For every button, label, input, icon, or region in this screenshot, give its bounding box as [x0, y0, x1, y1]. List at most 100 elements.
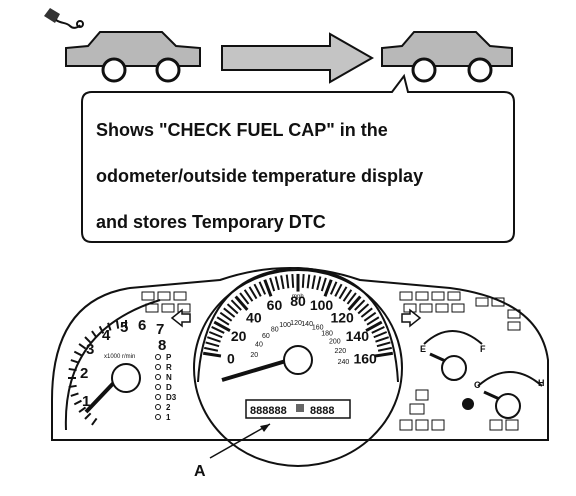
reset-knob-icon [462, 398, 474, 410]
speed-tick [338, 286, 348, 300]
tach-tick [91, 330, 98, 339]
speed-tick [274, 276, 280, 291]
callout-line-2: odometer/outside temperature display [96, 166, 423, 186]
speed-tick [347, 295, 362, 311]
indicator-icon [431, 419, 445, 431]
tach-label-1: 1 [82, 393, 90, 410]
indicator-icon [409, 403, 425, 415]
fuel-empty-label: E [420, 344, 426, 354]
tach-tick [73, 350, 82, 357]
speed-tick [243, 289, 254, 302]
indicator-icon [415, 419, 429, 431]
pointer-a: A [194, 423, 271, 480]
speed-tick [202, 351, 222, 358]
gear-dot [155, 414, 161, 420]
speed-tick [374, 351, 394, 358]
speed-kmh-label: 100 [279, 322, 291, 329]
speed-mph-label: 20 [231, 328, 247, 344]
speedometer-ticks [202, 273, 394, 358]
speed-tick [354, 299, 366, 311]
gear-label: R [166, 363, 172, 372]
speed-tick [316, 276, 322, 291]
speed-tick [329, 281, 338, 295]
indicator-icon [505, 419, 519, 431]
indicator-icon [399, 419, 413, 431]
tach-tick [78, 343, 87, 350]
tach-tick [70, 392, 79, 397]
speed-tick [360, 307, 373, 318]
speed-tick [206, 336, 221, 343]
tach-tick [115, 320, 120, 329]
tach-tick [98, 325, 105, 334]
tach-tick [84, 336, 92, 344]
speed-tick [216, 316, 230, 326]
transition-arrow-icon [221, 32, 375, 84]
speed-tick [306, 274, 311, 289]
trip-digits: 8888 [310, 405, 334, 417]
speed-kmh-label: 20 [250, 352, 258, 359]
callout-box: Shows "CHECK FUEL CAP" in the odometer/o… [81, 73, 515, 243]
speed-tick [366, 316, 380, 326]
speed-tick [269, 277, 276, 292]
gear-dot [155, 354, 161, 360]
gear-label: 2 [166, 403, 171, 412]
temp-hub [495, 393, 521, 419]
speed-tick [258, 281, 267, 295]
gear-dot [155, 404, 161, 410]
speed-tick [280, 275, 285, 290]
gear-dot [155, 394, 161, 400]
speed-mph-label: 40 [246, 309, 262, 325]
speed-tick [373, 331, 388, 339]
speed-tick [342, 289, 353, 302]
tach-unit: x1000 r/min [104, 354, 135, 360]
speed-tick [213, 320, 231, 332]
speed-tick [311, 275, 316, 290]
temp-cold-label: C [474, 380, 481, 390]
speed-mph-label: 100 [310, 297, 334, 313]
temp-hot-label: H [538, 378, 545, 388]
gear-dot [155, 384, 161, 390]
speed-tick [248, 286, 258, 300]
speed-kmh-label: 180 [321, 330, 333, 337]
speed-tick [226, 303, 239, 315]
tach-label-7: 7 [156, 321, 164, 338]
tach-tick [78, 406, 87, 413]
car-right-icon [381, 31, 513, 83]
odometer-digits: 888888 [250, 405, 287, 417]
speed-tick [365, 320, 383, 332]
tach-tick [68, 367, 77, 372]
speed-tick [357, 303, 370, 315]
speed-tick [204, 346, 219, 352]
tach-hub [111, 363, 141, 393]
speed-kmh-label: 240 [338, 359, 350, 366]
tach-tick [91, 417, 98, 426]
odometer-display: 888888 8888 [245, 399, 351, 419]
speed-tick [253, 283, 262, 297]
tach-tick [84, 412, 92, 420]
tach-label-4: 4 [102, 327, 111, 344]
gear-label: D3 [166, 393, 177, 402]
speed-kmh-label: 200 [329, 338, 341, 345]
fuel-hub [441, 355, 467, 381]
tach-tick [107, 322, 112, 331]
gear-label: 1 [166, 413, 171, 422]
callout-line-3: and stores Temporary DTC [96, 212, 326, 232]
gear-dot [155, 374, 161, 380]
speed-tick [346, 292, 357, 305]
speed-tick [230, 299, 242, 311]
gear-dot [155, 364, 161, 370]
temp-gauge: C H [474, 371, 545, 419]
speed-tick [219, 311, 233, 322]
car-left-icon [65, 31, 201, 83]
speed-tick [334, 283, 343, 297]
gear-label: N [166, 373, 172, 382]
fuel-gauge: E F [420, 330, 486, 381]
speed-tick [205, 341, 220, 348]
speed-tick [208, 331, 223, 339]
tach-label-5: 5 [120, 319, 128, 336]
speed-kmh-label: 160 [312, 324, 324, 331]
speed-tick [291, 274, 295, 288]
speed-kmh-label: 120 [290, 320, 302, 327]
